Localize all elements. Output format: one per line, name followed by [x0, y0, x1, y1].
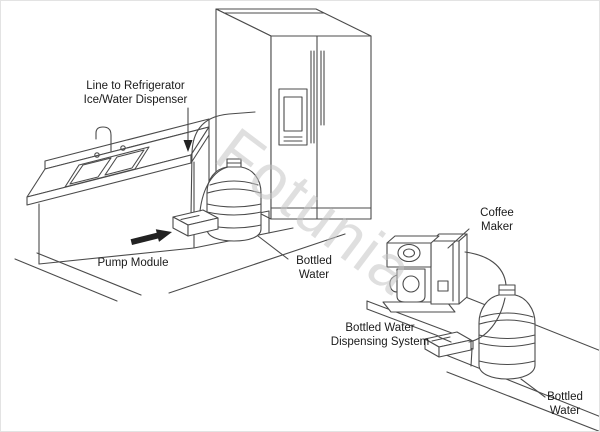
carafe-handle — [389, 274, 398, 293]
down-arrow-icon — [183, 107, 193, 152]
label-line-2: Dispensing System — [330, 336, 430, 348]
cap-tube — [199, 166, 229, 212]
switch — [437, 280, 449, 292]
side-table — [366, 300, 474, 367]
label-line-1: Line to Refrigerator — [86, 80, 185, 92]
label-coffee-maker: Coffee Maker — [469, 206, 525, 234]
label-line-2: Maker — [481, 221, 513, 233]
right-door-handle — [320, 50, 325, 126]
label-line-1: Coffee — [480, 207, 514, 219]
carafe — [396, 268, 426, 303]
label-line-to-refrigerator: Line to Refrigerator Ice/Water Dispenser — [63, 79, 208, 107]
label-line-1: Bottled — [296, 255, 332, 267]
bottled-water-jug-right — [478, 284, 536, 380]
sink-counter — [26, 118, 294, 265]
ice-water-dispenser — [278, 88, 308, 146]
label-line-1: Bottled Water — [345, 322, 415, 334]
coffee-maker — [382, 233, 468, 313]
dispensing-module — [424, 331, 472, 358]
reservoir-tower — [430, 240, 460, 305]
left-door-handle — [310, 50, 315, 144]
sink-basin-left — [69, 157, 112, 185]
label-line-2: Water — [549, 405, 581, 417]
label-dispensing-system: Bottled Water Dispensing System — [319, 321, 441, 349]
label-line-2: Ice/Water Dispenser — [83, 94, 188, 106]
label-pump-module: Pump Module — [97, 257, 169, 269]
label-line-2: Water — [298, 269, 330, 281]
label-bottled-water-right: Bottled Water — [537, 390, 593, 418]
pump-module — [172, 209, 219, 237]
label-line-1: Bottled — [547, 391, 583, 403]
sink-basin-right — [104, 149, 145, 176]
pump-arrow-icon — [130, 229, 172, 245]
bottled-water-jug-left — [206, 158, 262, 242]
leader-lines — [257, 228, 546, 398]
tubes-right — [464, 251, 507, 343]
faucet — [95, 126, 112, 152]
floor-lines — [14, 233, 346, 302]
faucet-handle — [94, 152, 100, 158]
faucet-handle — [120, 145, 126, 151]
lid-circle — [397, 243, 421, 263]
label-bottled-water-left: Bottled Water — [285, 254, 343, 282]
sink-rim — [64, 146, 150, 188]
supply-tube — [190, 111, 256, 216]
